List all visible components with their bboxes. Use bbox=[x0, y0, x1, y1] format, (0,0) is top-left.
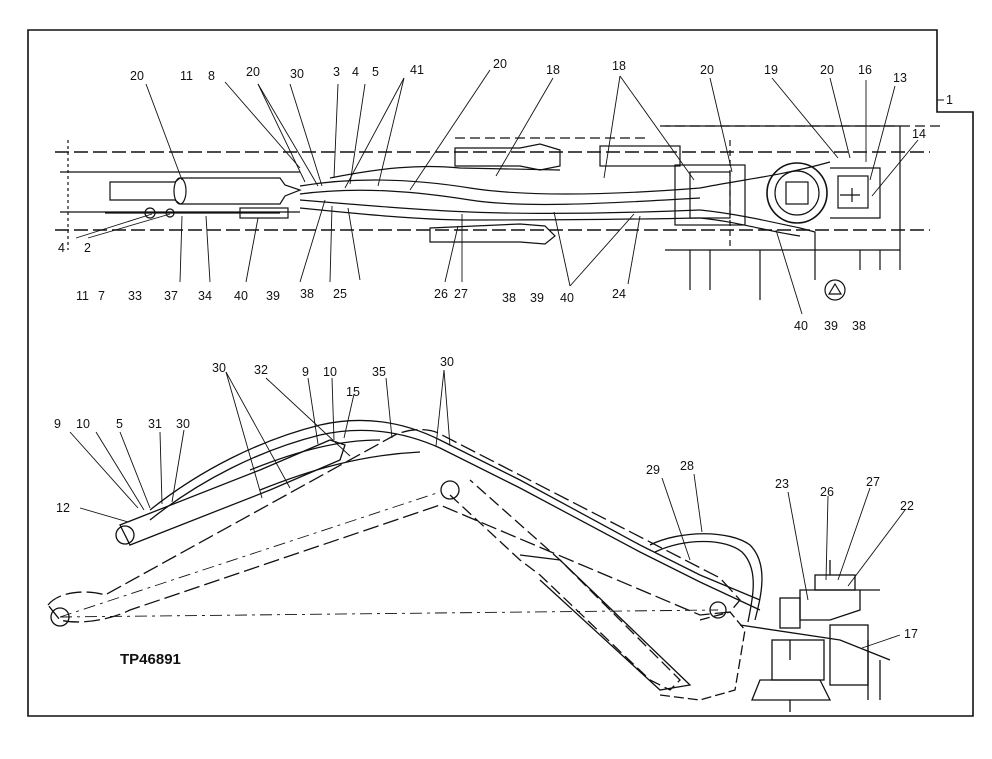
top-view bbox=[55, 125, 940, 301]
label-26: 26 bbox=[820, 485, 834, 499]
label-13: 13 bbox=[893, 71, 907, 85]
label-30: 30 bbox=[212, 361, 226, 375]
label-32: 32 bbox=[254, 363, 268, 377]
side-view bbox=[47, 419, 891, 712]
corner-label: 1 bbox=[946, 93, 953, 107]
label-22: 22 bbox=[900, 499, 914, 513]
label-18: 18 bbox=[612, 59, 626, 73]
label-31: 31 bbox=[148, 417, 162, 431]
label-29: 29 bbox=[646, 463, 660, 477]
label-38: 38 bbox=[852, 319, 866, 333]
label-20: 20 bbox=[700, 63, 714, 77]
figure-code: TP46891 bbox=[120, 651, 181, 668]
label-40: 40 bbox=[234, 289, 248, 303]
label-27: 27 bbox=[866, 475, 880, 489]
label-30: 30 bbox=[176, 417, 190, 431]
label-4: 4 bbox=[58, 241, 65, 255]
top-view-leaders bbox=[75, 69, 919, 315]
label-14: 14 bbox=[912, 127, 926, 141]
label-23: 23 bbox=[775, 477, 789, 491]
label-20: 20 bbox=[130, 69, 144, 83]
label-12: 12 bbox=[56, 501, 70, 515]
label-30: 30 bbox=[440, 355, 454, 369]
label-20: 20 bbox=[820, 63, 834, 77]
label-3: 3 bbox=[333, 65, 340, 79]
label-41: 41 bbox=[410, 63, 424, 77]
label-7: 7 bbox=[98, 289, 105, 303]
side-view-leaders bbox=[69, 369, 906, 649]
label-39: 39 bbox=[824, 319, 838, 333]
side-view-labels: 30 32 9 10 35 30 15 9 10 5 31 30 12 29 2… bbox=[54, 355, 918, 641]
label-37: 37 bbox=[164, 289, 178, 303]
label-4: 4 bbox=[352, 65, 359, 79]
label-27: 27 bbox=[454, 287, 468, 301]
label-11: 11 bbox=[76, 289, 89, 303]
label-40: 40 bbox=[794, 319, 808, 333]
label-8: 8 bbox=[208, 69, 215, 83]
label-10: 10 bbox=[323, 365, 337, 379]
diagram-frame bbox=[27, 29, 974, 717]
label-38: 38 bbox=[300, 287, 314, 301]
label-19: 19 bbox=[764, 63, 778, 77]
label-24: 24 bbox=[612, 287, 626, 301]
label-33: 33 bbox=[128, 289, 142, 303]
label-20: 20 bbox=[493, 57, 507, 71]
label-25: 25 bbox=[333, 287, 347, 301]
label-17: 17 bbox=[904, 627, 918, 641]
label-34: 34 bbox=[198, 289, 212, 303]
label-39: 39 bbox=[266, 289, 280, 303]
label-28: 28 bbox=[680, 459, 694, 473]
label-5: 5 bbox=[372, 65, 379, 79]
label-10: 10 bbox=[76, 417, 90, 431]
label-39: 39 bbox=[530, 291, 544, 305]
label-15: 15 bbox=[346, 385, 360, 399]
label-35: 35 bbox=[372, 365, 386, 379]
label-18: 18 bbox=[546, 63, 560, 77]
label-9: 9 bbox=[54, 417, 61, 431]
top-view-labels: 20 11 8 20 30 3 4 5 41 20 18 18 20 19 20… bbox=[58, 57, 926, 333]
label-20: 20 bbox=[246, 65, 260, 79]
label-26: 26 bbox=[434, 287, 448, 301]
label-38: 38 bbox=[502, 291, 516, 305]
label-9: 9 bbox=[302, 365, 309, 379]
label-40: 40 bbox=[560, 291, 574, 305]
label-11: 11 bbox=[180, 69, 193, 83]
label-30: 30 bbox=[290, 67, 304, 81]
label-2: 2 bbox=[84, 241, 91, 255]
label-16: 16 bbox=[858, 63, 872, 77]
label-5: 5 bbox=[116, 417, 123, 431]
